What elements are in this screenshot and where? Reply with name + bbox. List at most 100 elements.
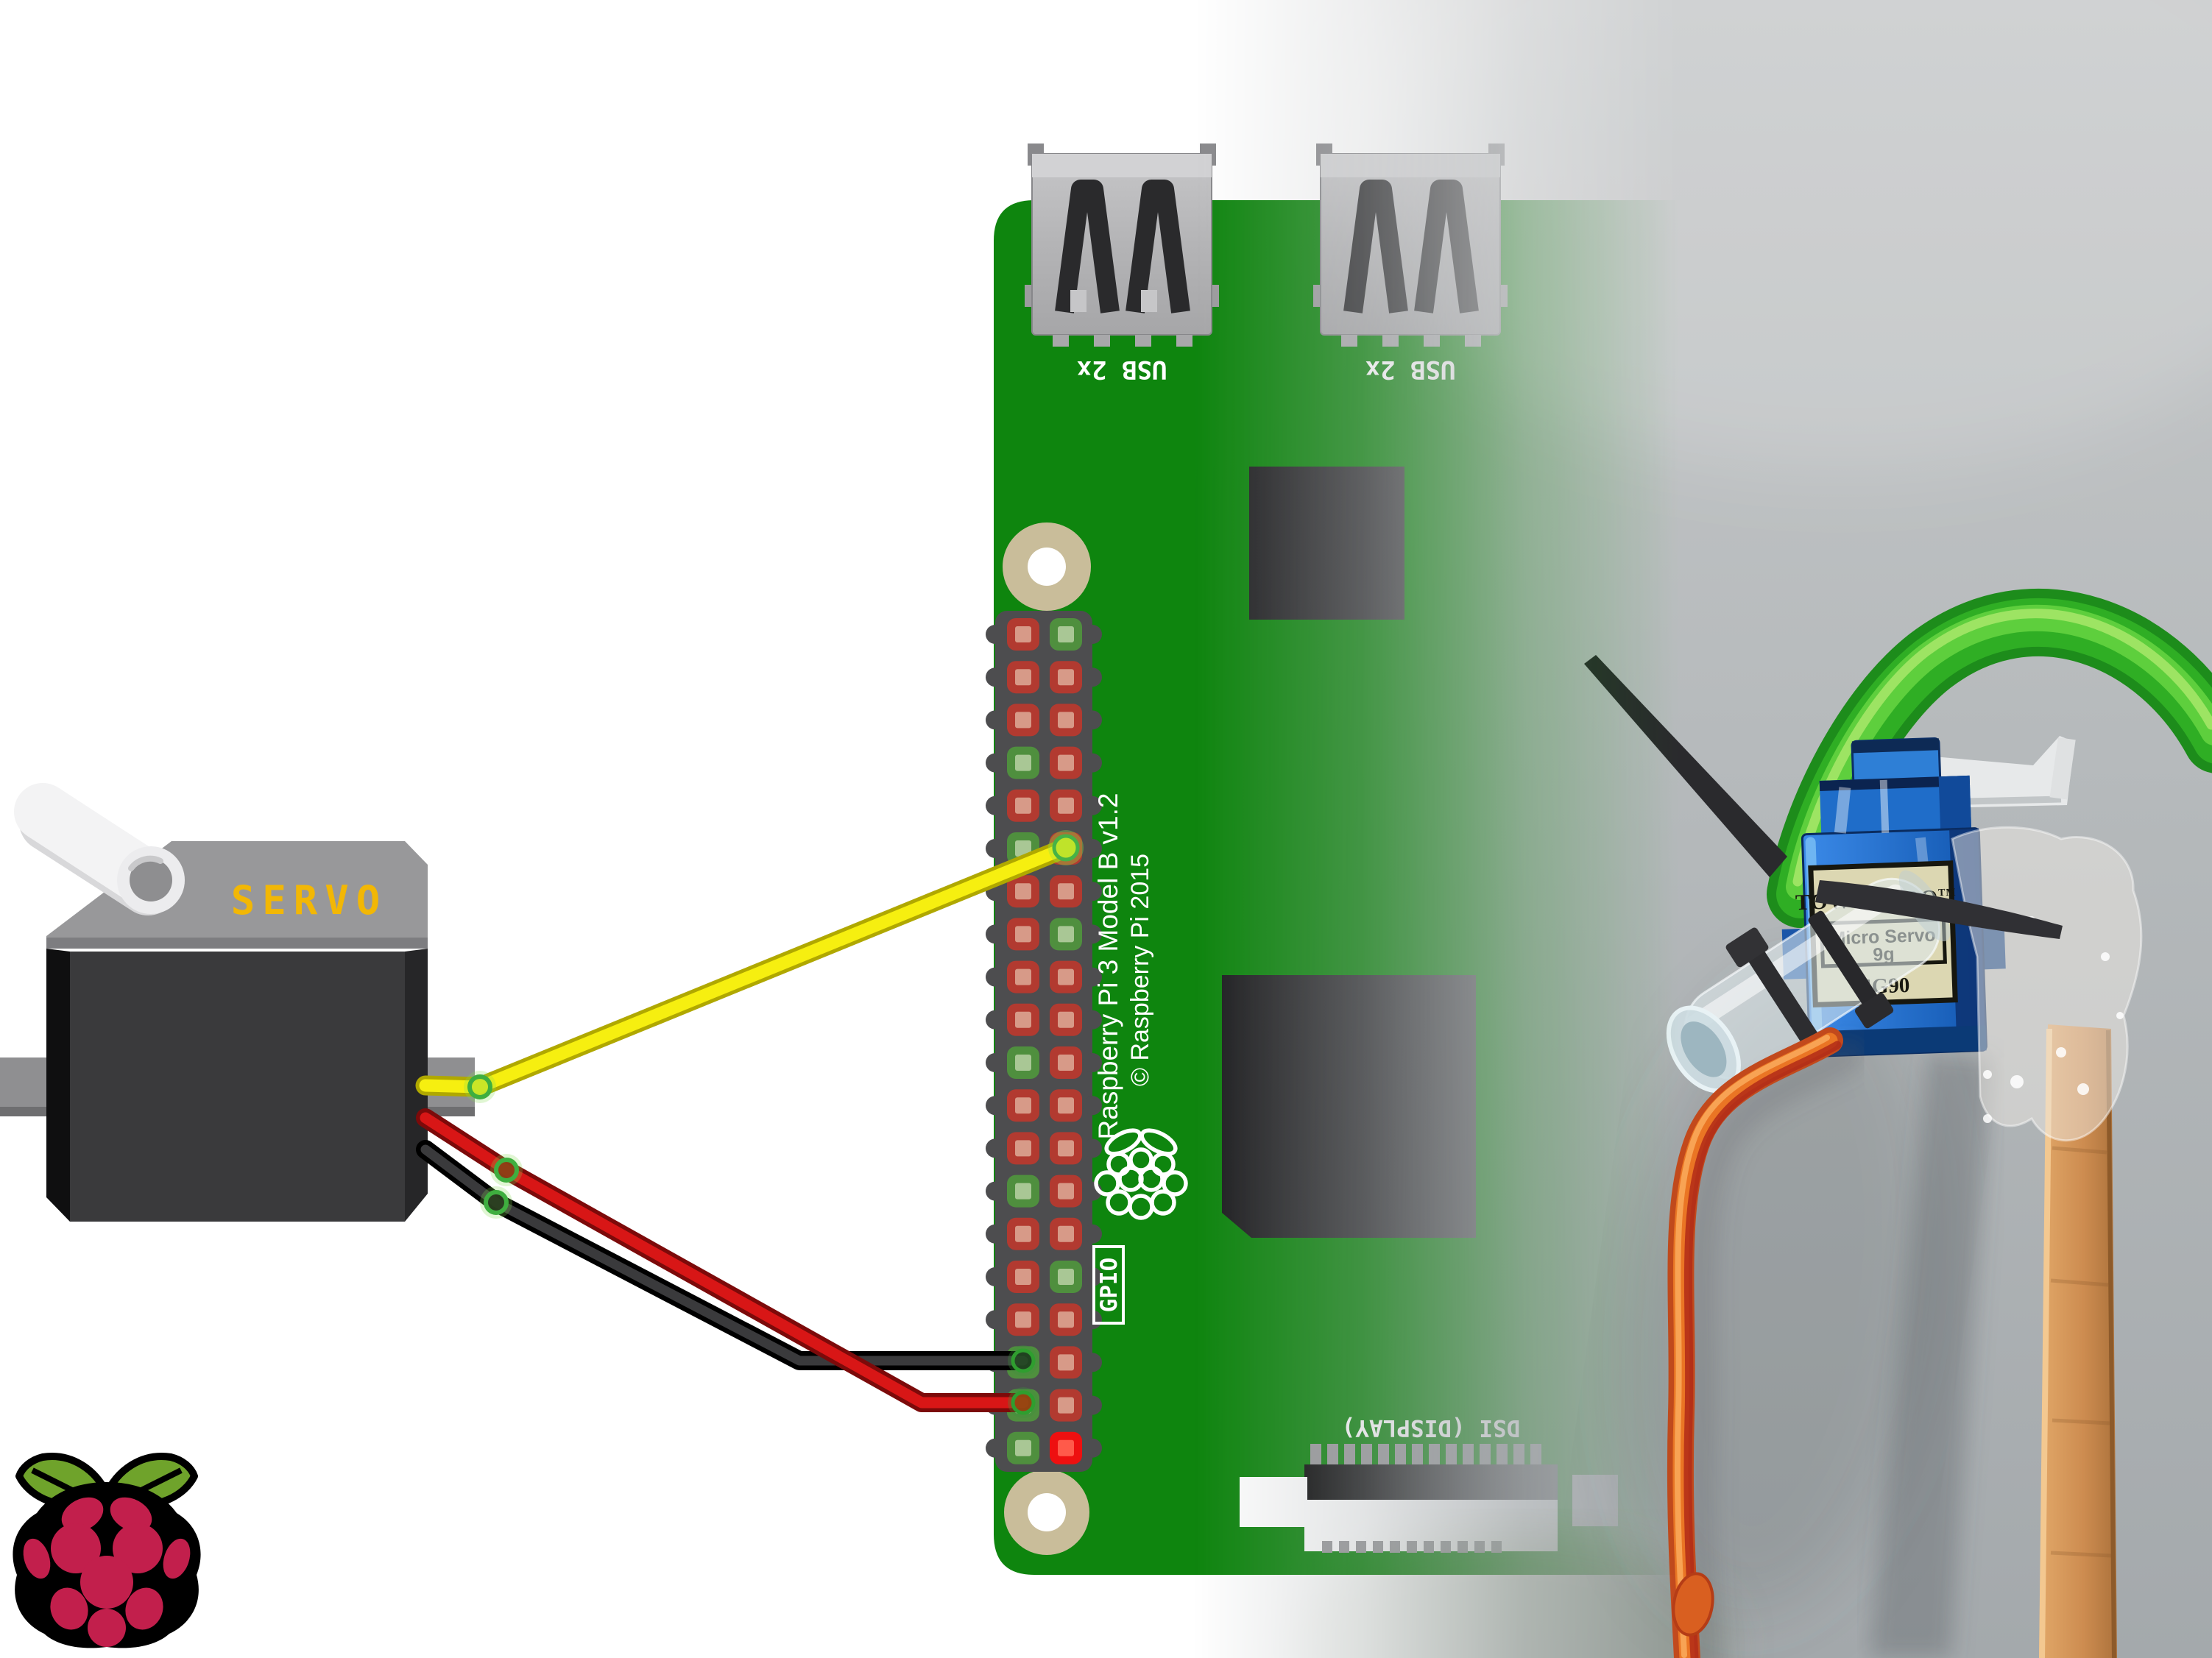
ground-wire — [416, 1140, 1033, 1370]
gpio-pin-14-right-contact — [1058, 1183, 1074, 1200]
gpio-pin-12-left-contact — [1015, 1097, 1031, 1114]
gpio-pin-10-left-contact — [1015, 1011, 1031, 1028]
gpio-header-scallop — [986, 710, 1005, 730]
gpio-pin-9-left-contact — [1015, 968, 1031, 985]
power-wire — [416, 1108, 1033, 1412]
gpio-pin-17-right-contact — [1058, 1311, 1074, 1328]
gpio-header-scallop — [1083, 1138, 1102, 1158]
gpio-pin-13-right-contact — [1058, 1140, 1074, 1157]
gpio-header-scallop — [1083, 710, 1102, 730]
gpio-pin-4-left-contact — [1015, 754, 1031, 771]
gpio-pin-9-right-contact — [1058, 968, 1074, 985]
raspberry-pi-logo-icon — [13, 1453, 201, 1648]
gpio-pin-20-right-contact — [1058, 1439, 1074, 1456]
gpio-pin-15-right-contact — [1058, 1225, 1074, 1242]
wire-connector-rings — [464, 830, 1084, 1418]
gpio-header-scallop — [1083, 839, 1102, 858]
gpio-header-scallop — [1083, 1438, 1102, 1458]
gpio-header-scallop — [1083, 924, 1102, 944]
gpio-header-scallop — [1083, 667, 1102, 687]
gpio-pin-5-right-contact — [1058, 797, 1074, 814]
gpio-header-scallop — [986, 1138, 1005, 1158]
gpio-pin-10-right-contact — [1058, 1011, 1074, 1028]
servo-tab-right-edge — [428, 1107, 475, 1116]
gpio-header-scallop — [986, 924, 1005, 944]
gpio-header-scallop — [986, 667, 1005, 687]
gpio-header-scallop — [986, 967, 1005, 987]
orange-servo-cable — [1667, 1027, 1865, 1658]
gpio-header-scallop — [986, 1267, 1005, 1286]
board-copyright: © Raspberry Pi 2015 — [1126, 854, 1154, 1086]
servo-body-left-bevel — [46, 949, 70, 1222]
usb-prong-right-icon — [1126, 180, 1190, 313]
gpio-pin-3-left-contact — [1015, 712, 1031, 729]
gpio-pin-4-right-contact — [1058, 754, 1074, 771]
gpio-header-scallop — [1083, 1353, 1102, 1372]
gpio-header-scallop — [986, 796, 1005, 815]
gpio-pin-11-right-contact — [1058, 1055, 1074, 1071]
gpio-pin-15-left-contact — [1015, 1225, 1031, 1242]
zip-tie-tail-2 — [1815, 880, 2063, 939]
gpio-pin-2-right-contact — [1058, 669, 1074, 686]
gpio-header-scallop — [1083, 1224, 1102, 1244]
servo-wires — [415, 830, 1084, 1418]
wooden-stick — [2039, 1024, 2117, 1658]
wall-highlight — [1325, 0, 2212, 471]
gpio-pin-6-left-contact — [1015, 840, 1031, 857]
gpio-header-scallop — [986, 625, 1005, 644]
hot-glue — [1951, 826, 2143, 1142]
gpio-header-scallop — [1083, 1010, 1102, 1030]
gpio-pin-3-right-contact — [1058, 712, 1074, 729]
gpio-header-scallop — [1083, 625, 1102, 644]
servo-horn-hub-highlight — [128, 855, 163, 871]
mounting-hole-bottom — [1004, 1470, 1089, 1555]
gpio-pin-7-left-contact — [1015, 883, 1031, 900]
gpio-pin-19-right-contact — [1058, 1397, 1074, 1414]
gpio-header-scallop — [986, 1096, 1005, 1116]
zip-tie-head-1 — [1725, 927, 1769, 968]
gpio-header-scallop — [1083, 1096, 1102, 1116]
gpio-header-scallop — [986, 1438, 1005, 1458]
pcb-raspberry-logo-icon — [1094, 1128, 1188, 1220]
gpio-pin-11-left-contact — [1015, 1055, 1031, 1071]
gpio-header-scallop — [986, 1053, 1005, 1072]
gpio-header-scallop — [1083, 1053, 1102, 1072]
gpio-pin-13-left-contact — [1015, 1140, 1031, 1157]
photo-real-servo: TOWER PROTM Micro Servo 9g SG90 — [1178, 0, 2212, 1658]
servo-cap-shadow-edge — [46, 938, 428, 949]
gpio-pin-14-left-contact — [1015, 1183, 1031, 1200]
gpio-pin-12-right-contact — [1058, 1097, 1074, 1114]
mounting-hole-top — [1003, 522, 1091, 611]
servo-tab-left-edge — [0, 1107, 46, 1116]
servo-horn-hub-center — [130, 859, 172, 901]
gpio-pin-8-left-contact — [1015, 926, 1031, 943]
gpio-pin-7-right-contact — [1058, 883, 1074, 900]
gpio-pin-16-right-contact — [1058, 1269, 1074, 1285]
gpio-header-scallop — [1083, 1395, 1102, 1415]
gpio-header-scallop — [986, 753, 1005, 773]
zip-tie-band-1 — [1747, 948, 1820, 1047]
gpio-pin-1-left-contact — [1015, 626, 1031, 642]
servo-body — [70, 952, 405, 1222]
zip-tie-tail-1 — [1584, 655, 1787, 877]
gpio-silkscreen-label: GPIO — [1092, 1245, 1125, 1325]
usb-left-label: USB 2x — [1077, 355, 1167, 384]
gpio-pin-17-left-contact — [1015, 1311, 1031, 1328]
gpio-header-scallop — [1083, 753, 1102, 773]
servo-label: SERVO — [231, 877, 388, 924]
clear-tube — [1666, 870, 1951, 1094]
gpio-header-scallop — [986, 1010, 1005, 1030]
zip-tie-band-2 — [1808, 910, 1879, 1008]
gpio-header-scallop — [1083, 967, 1102, 987]
gpio-pin-2-left-contact — [1015, 669, 1031, 686]
gpio-pin-20-left-contact — [1015, 1439, 1031, 1456]
gpio-pin-1-right-contact — [1058, 626, 1074, 642]
wall-green-tint — [1288, 1531, 1730, 1658]
stick-shadow — [1870, 1052, 1992, 1658]
board-title: Raspberry Pi 3 Model B v1.2 — [1093, 793, 1123, 1140]
signal-wire — [415, 837, 1076, 1097]
servo-component: SERVO — [0, 783, 475, 1222]
zip-tie-head-2 — [1854, 993, 1894, 1029]
gpio-header-scallop — [1083, 882, 1102, 901]
